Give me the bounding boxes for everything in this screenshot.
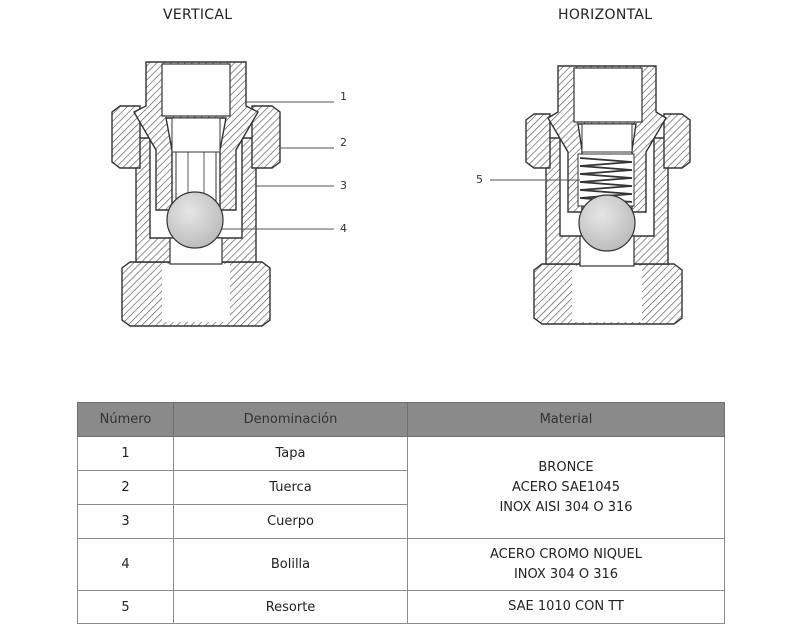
vertical-nut-left — [111, 105, 141, 169]
material-line: ACERO CROMO NIQUEL — [489, 546, 643, 562]
callout-5: 5 — [476, 173, 483, 186]
header-numero: Número — [77, 402, 174, 437]
table-row: 3 Cuerpo — [77, 504, 725, 539]
vertical-ball — [166, 191, 224, 249]
table-header-row: Número Denominación Material — [77, 402, 725, 437]
check-valve-drawings: 1 2 3 4 5 — [111, 61, 691, 327]
cell-numero: 5 — [77, 590, 174, 624]
cell-material-group-1: BRONCE ACERO SAE1045 INOX AISI 304 O 316 — [407, 436, 725, 539]
horizontal-nut-right — [663, 113, 691, 169]
vertical-lower-bore — [162, 264, 230, 322]
cell-numero: 2 — [77, 470, 174, 505]
table-row: 5 Resorte SAE 1010 CON TT — [77, 590, 725, 624]
horizontal-valve — [525, 65, 691, 325]
parts-table: Número Denominación Material 1 Tapa BRON… — [77, 402, 725, 624]
table-row: 4 Bolilla ACERO CROMO NIQUEL INOX 304 O … — [77, 538, 725, 591]
vertical-cap-bore — [161, 63, 231, 117]
horizontal-nut-left — [525, 113, 551, 169]
material-line: ACERO SAE1045 — [511, 479, 621, 495]
cell-denominacion: Tapa — [173, 436, 408, 471]
callout-4: 4 — [340, 222, 347, 235]
cell-denominacion: Cuerpo — [173, 504, 408, 539]
vertical-leader-lines — [222, 101, 334, 230]
cell-numero: 1 — [77, 436, 174, 471]
cell-denominacion: Bolilla — [173, 538, 408, 591]
header-denominacion: Denominación — [173, 402, 408, 437]
callout-3: 3 — [340, 179, 347, 192]
cell-material-group-3: SAE 1010 CON TT — [407, 590, 725, 624]
table-row: 2 Tuerca — [77, 470, 725, 505]
table-row: 1 Tapa BRONCE ACERO SAE1045 INOX AISI 30… — [77, 436, 725, 539]
horizontal-ball — [578, 194, 636, 252]
vertical-view-title: VERTICAL — [163, 7, 233, 23]
horizontal-view-title: HORIZONTAL — [558, 7, 653, 23]
cell-numero: 3 — [77, 504, 174, 539]
vertical-valve — [111, 61, 281, 327]
callout-2: 2 — [340, 136, 347, 149]
material-line: BRONCE — [538, 459, 594, 475]
cell-material-group-2: ACERO CROMO NIQUEL INOX 304 O 316 — [407, 538, 725, 591]
material-line: INOX AISI 304 O 316 — [499, 499, 633, 515]
cell-denominacion: Tuerca — [173, 470, 408, 505]
callout-1: 1 — [340, 90, 347, 103]
material-line: SAE 1010 CON TT — [508, 599, 624, 614]
header-material: Material — [407, 402, 725, 437]
material-line: INOX 304 O 316 — [513, 566, 619, 582]
horizontal-cap-bore — [573, 67, 643, 123]
cell-denominacion: Resorte — [173, 590, 408, 624]
cell-numero: 4 — [77, 538, 174, 591]
vertical-nut-right — [251, 105, 281, 169]
